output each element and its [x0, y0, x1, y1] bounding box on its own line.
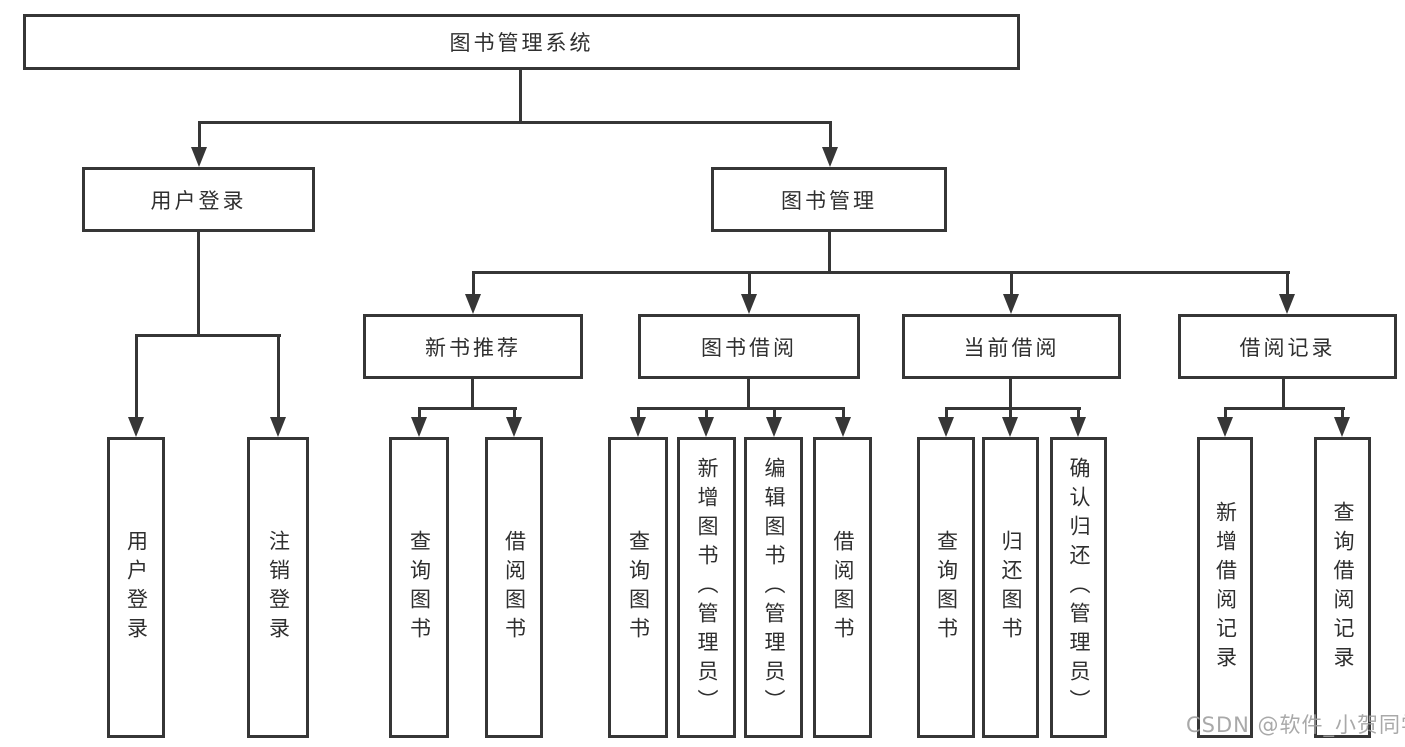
leaf-add-book-admin: 新增图书（管理员） [677, 437, 736, 738]
arrow-down-icon [506, 417, 522, 437]
connector-root-drop-left [198, 121, 201, 148]
node-book-management-system: 图书管理系统 [23, 14, 1020, 70]
connector-bookmgmt-drop-3 [1010, 271, 1013, 297]
arrow-down-icon [411, 417, 427, 437]
leaf-return-book: 归还图书 [982, 437, 1039, 738]
connector-records-stem [1282, 379, 1285, 410]
arrow-down-icon [465, 294, 481, 314]
arrow-down-icon [741, 294, 757, 314]
connector-current-drop-3 [1077, 407, 1080, 419]
connector-borrow-drop-3 [773, 407, 776, 419]
arrow-down-icon [1334, 417, 1350, 437]
arrow-down-icon [1279, 294, 1295, 314]
node-book-borrow: 图书借阅 [638, 314, 860, 379]
arrow-down-icon [822, 147, 838, 167]
connector-current-bus [945, 407, 1081, 410]
leaf-confirm-return-admin: 确认归还（管理员） [1050, 437, 1107, 738]
connector-bookmgmt-drop-1 [472, 271, 475, 297]
connector-borrow-drop-4 [842, 407, 845, 419]
connector-recommend-drop-2 [513, 407, 516, 419]
arrow-down-icon [1003, 294, 1019, 314]
connector-records-drop-2 [1341, 407, 1344, 419]
arrow-down-icon [191, 147, 207, 167]
node-borrow-records: 借阅记录 [1178, 314, 1397, 379]
leaf-user-login: 用户登录 [107, 437, 165, 738]
connector-bookmgmt-drop-2 [748, 271, 751, 297]
connector-borrow-stem [747, 379, 750, 410]
arrow-down-icon [698, 417, 714, 437]
connector-current-drop-1 [945, 407, 948, 419]
connector-bookmgmt-stem [828, 232, 831, 274]
connector-borrow-drop-2 [705, 407, 708, 419]
connector-borrow-bus [637, 407, 845, 410]
arrow-down-icon [1217, 417, 1233, 437]
connector-current-drop-2 [1009, 407, 1012, 419]
connector-recommend-stem [471, 379, 474, 410]
connector-userlogin-drop-right [277, 334, 280, 419]
leaf-edit-book-admin: 编辑图书（管理员） [744, 437, 803, 738]
connector-userlogin-bus [135, 334, 281, 337]
arrow-down-icon [630, 417, 646, 437]
connector-records-bus [1224, 407, 1345, 410]
leaf-query-books-recommend: 查询图书 [389, 437, 449, 738]
connector-userlogin-drop-left [135, 334, 138, 419]
arrow-down-icon [1002, 417, 1018, 437]
connector-bookmgmt-drop-4 [1286, 271, 1289, 297]
node-book-management: 图书管理 [711, 167, 947, 232]
connector-records-drop-1 [1224, 407, 1227, 419]
arrow-down-icon [766, 417, 782, 437]
arrow-down-icon [938, 417, 954, 437]
connector-root-drop-right [829, 121, 832, 148]
connector-recommend-drop-1 [418, 407, 421, 419]
watermark: CSDN @软件_小贺同学 [1186, 713, 1405, 737]
leaf-logout: 注销登录 [247, 437, 309, 738]
arrow-down-icon [128, 417, 144, 437]
connector-borrow-drop-1 [637, 407, 640, 419]
connector-recommend-bus [418, 407, 517, 410]
connector-root-bus [198, 121, 832, 124]
leaf-query-borrow-record: 查询借阅记录 [1314, 437, 1371, 738]
connector-root-stem [519, 70, 522, 124]
arrow-down-icon [835, 417, 851, 437]
connector-current-stem [1009, 379, 1012, 410]
leaf-query-books-borrow: 查询图书 [608, 437, 668, 738]
node-new-book-recommend: 新书推荐 [363, 314, 583, 379]
node-user-login: 用户登录 [82, 167, 315, 232]
arrow-down-icon [270, 417, 286, 437]
leaf-query-books-current: 查询图书 [917, 437, 975, 738]
arrow-down-icon [1070, 417, 1086, 437]
connector-userlogin-stem [197, 232, 200, 337]
leaf-borrow-books-recommend: 借阅图书 [485, 437, 543, 738]
node-current-borrow: 当前借阅 [902, 314, 1121, 379]
leaf-borrow-books-borrow: 借阅图书 [813, 437, 872, 738]
connector-bookmgmt-bus [472, 271, 1290, 274]
leaf-add-borrow-record: 新增借阅记录 [1197, 437, 1253, 738]
